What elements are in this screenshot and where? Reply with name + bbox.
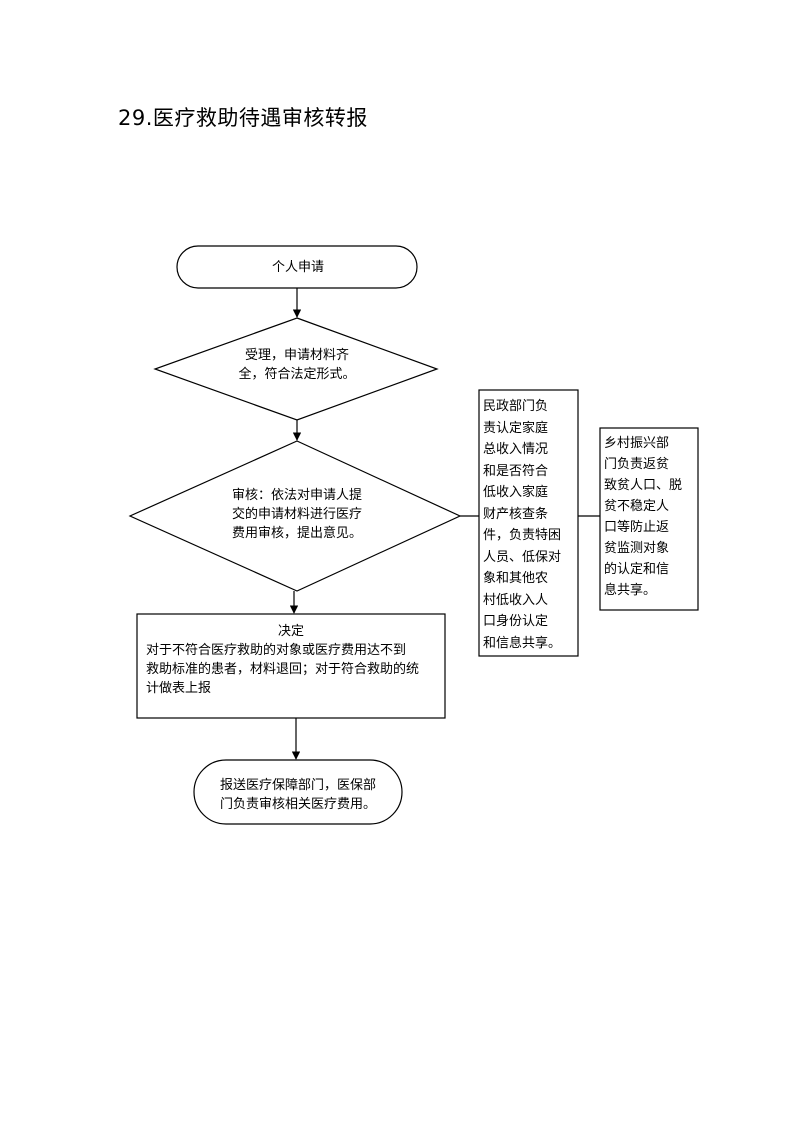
end-line: 报送医疗保障部门，医保部 bbox=[219, 778, 376, 793]
civil-affairs-line: 民政部门负 bbox=[483, 399, 549, 414]
civil-affairs-line: 财产核查条 bbox=[483, 506, 549, 522]
rural-revitalization-line: 致贫人口、脱 bbox=[604, 478, 683, 493]
rural-revitalization-line: 乡村振兴部 bbox=[604, 436, 670, 451]
review-line: 费用审核，提出意见。 bbox=[231, 526, 362, 541]
civil-affairs-box bbox=[478, 389, 579, 657]
civil-affairs-line: 象和其他农 bbox=[483, 571, 549, 586]
decide-heading: 决定 bbox=[277, 624, 304, 639]
civil-affairs-line: 件，负责特困 bbox=[483, 528, 562, 543]
civil-affairs-line: 口身份认定 bbox=[483, 614, 549, 629]
rural-revitalization-line: 口等防止返 bbox=[604, 520, 670, 535]
decide-line: 对于不符合医疗救助的对象或医疗费用达不到 bbox=[146, 643, 407, 658]
rural-revitalization-box bbox=[599, 427, 699, 611]
civil-affairs-line: 低收入家庭 bbox=[483, 485, 549, 500]
review-line: 交的申请材料进行医疗 bbox=[231, 507, 362, 522]
civil-affairs-line: 人员、低保对 bbox=[483, 549, 562, 565]
civil-affairs-line: 和信息共享。 bbox=[483, 635, 562, 651]
review-decision bbox=[128, 440, 462, 592]
accept-line: 全，符合法定形式。 bbox=[238, 367, 356, 382]
review-label: 审核：依法对申请人提 交的申请材料进行医疗 费用审核，提出意见。 bbox=[212, 486, 382, 543]
civil-affairs-line: 总收入情况 bbox=[483, 442, 549, 457]
civil-affairs-label: 民政部门负 责认定家庭 总收入情况 和是否符合 低收入家庭 财产核查条 件，负责… bbox=[483, 396, 575, 654]
rural-revitalization-line: 息共享。 bbox=[604, 583, 657, 598]
review-line: 审核：依法对申请人提 bbox=[231, 488, 362, 503]
end-terminal bbox=[193, 759, 403, 825]
rural-revitalization-label: 乡村振兴部 门负责返贫 致贫人口、脱 贫不稳定人 口等防止返 贫监测对象 的认定… bbox=[604, 433, 696, 601]
end-label: 报送医疗保障部门，医保部 门负责审核相关医疗费用。 bbox=[200, 776, 396, 814]
accept-label: 受理，申请材料齐 全，符合法定形式。 bbox=[222, 346, 372, 384]
decide-line: 计做表上报 bbox=[146, 681, 212, 696]
decide-process-box bbox=[136, 613, 446, 719]
end-line: 门负责审核相关医疗费用。 bbox=[219, 797, 376, 812]
civil-affairs-line: 村低收入人 bbox=[483, 592, 549, 608]
civil-affairs-line: 和是否符合 bbox=[483, 463, 549, 479]
rural-revitalization-line: 的认定和信 bbox=[604, 562, 670, 577]
rural-revitalization-line: 贫监测对象 bbox=[604, 541, 670, 556]
page-title: 29.医疗救助待遇审核转报 bbox=[118, 106, 368, 130]
accept-line: 受理，申请材料齐 bbox=[244, 348, 349, 363]
decide-body: 对于不符合医疗救助的对象或医疗费用达不到 救助标准的患者，材料退回；对于符合救助… bbox=[146, 641, 442, 698]
civil-affairs-line: 责认定家庭 bbox=[483, 420, 549, 436]
rural-revitalization-line: 贫不稳定人 bbox=[604, 499, 670, 514]
start-label: 个人申请 bbox=[271, 260, 324, 275]
rural-revitalization-line: 门负责返贫 bbox=[604, 457, 670, 472]
decide-line: 救助标准的患者，材料退回；对于符合救助的统 bbox=[146, 662, 420, 677]
